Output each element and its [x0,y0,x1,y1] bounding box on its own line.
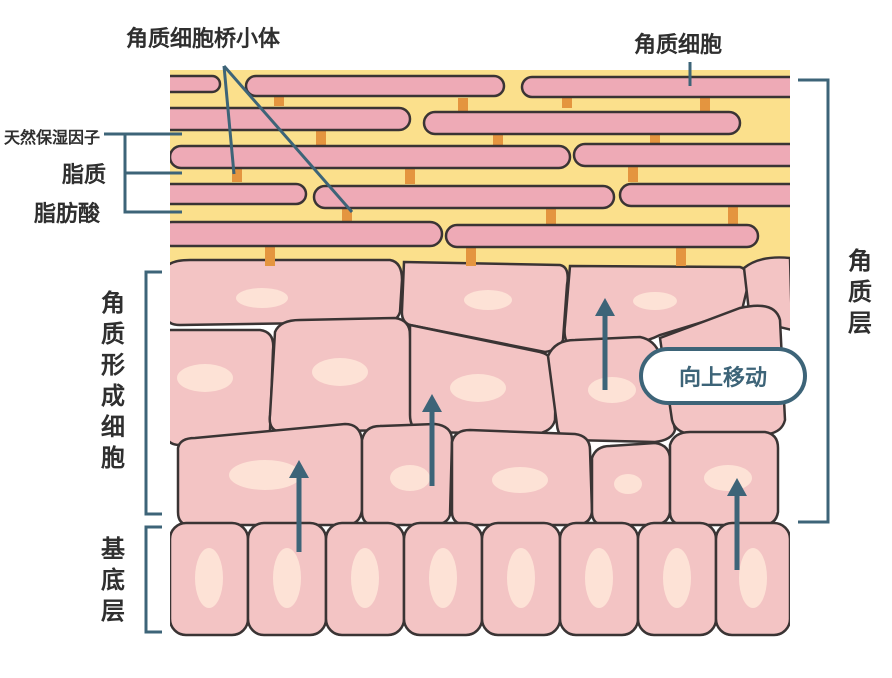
upward-arrows [289,298,747,570]
desmosome-label: 角质细胞桥小体 [126,27,281,52]
fatty-acid-label: 脂肪酸 [34,202,101,227]
lipid-label: 脂质 [62,163,107,188]
basal-nuclei [195,548,767,608]
corneocyte-label: 角质细胞 [634,33,723,58]
lipid-matrix [170,70,790,285]
move-up-label: 向上移动 [678,366,767,391]
desmosomes [232,92,738,266]
stratum-corneum-label: 角质层 [848,247,872,337]
nmf-label: 天然保湿因子 [4,128,101,147]
keratinocyte-layer-label: 角质形成细胞 [101,289,125,472]
brackets [144,78,830,634]
leader-lines [104,62,692,214]
basal-cells [170,521,790,637]
move-up-badge: 向上移动 [639,347,807,405]
basal-layer-label: 基底层 [101,535,125,625]
